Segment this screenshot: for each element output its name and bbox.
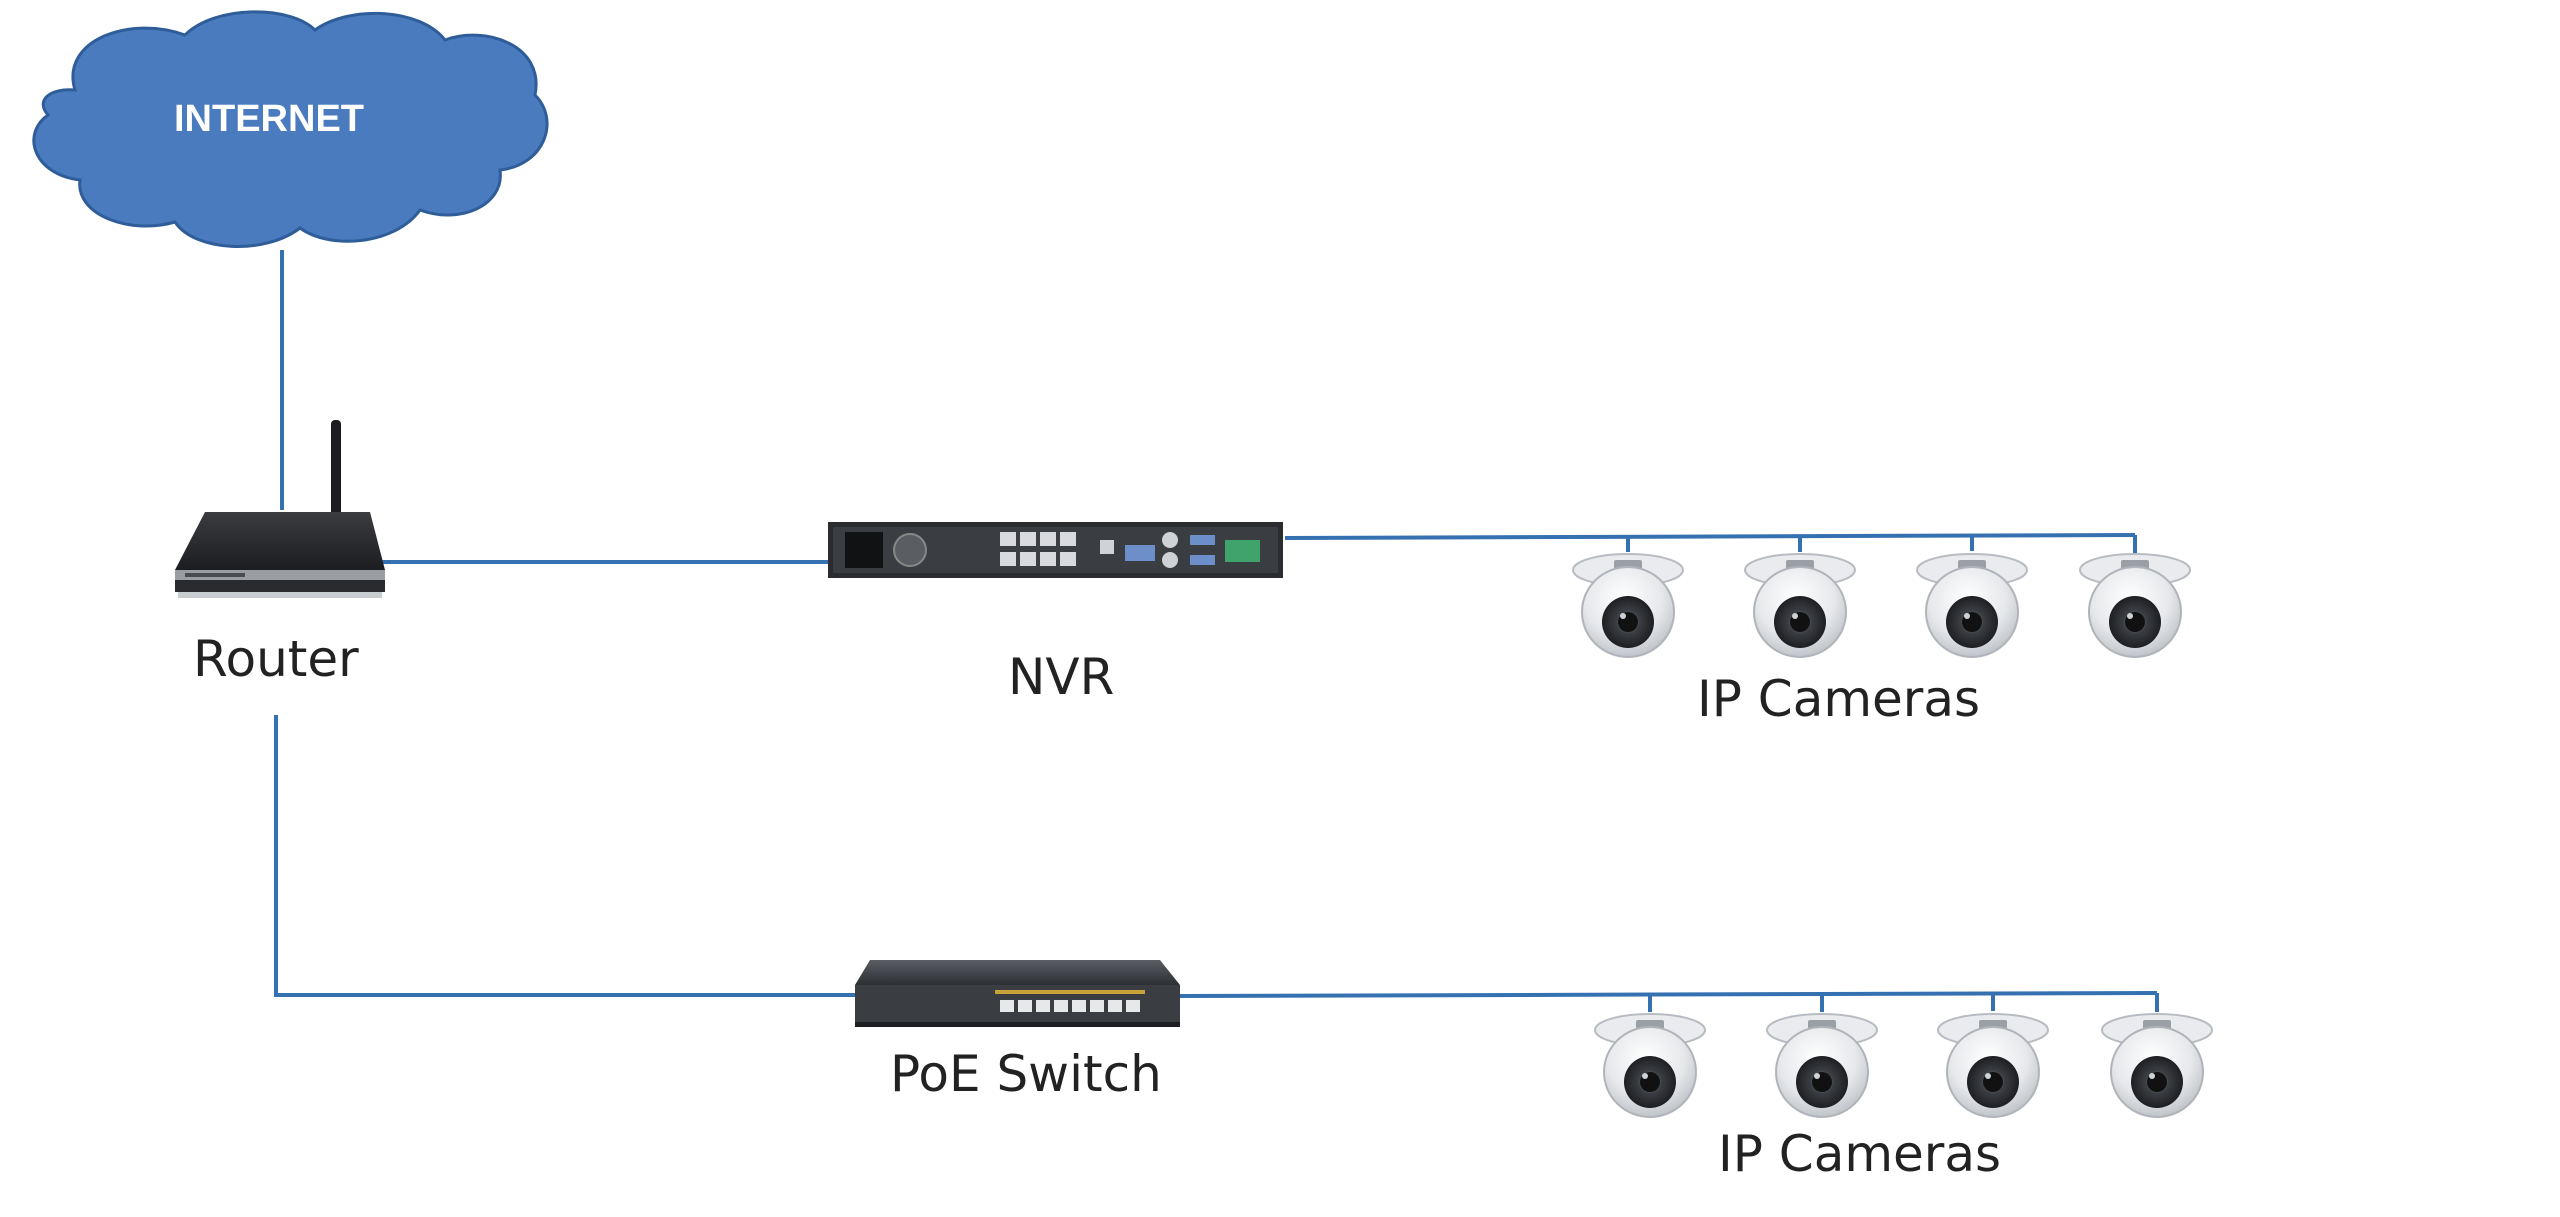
ip-cameras-bottom (1594, 1013, 2213, 1118)
cloud-icon (32, 10, 549, 249)
dome-camera-icon (1766, 1013, 1878, 1118)
connection-lines (274, 250, 2159, 1012)
nvr-cameras-link (1284, 533, 2136, 540)
internet-label: INTERNET (174, 98, 364, 140)
router-switch-link (274, 715, 855, 997)
poe-switch-icon (855, 960, 1180, 1027)
ip-cameras-label-bottom: IP Cameras (1718, 1125, 2002, 1183)
dome-camera-icon (1572, 553, 1684, 658)
dome-camera-icon (1594, 1013, 1706, 1118)
wireless-router-icon (175, 420, 385, 598)
dome-camera-icon (2079, 553, 2191, 658)
dome-camera-icon (2101, 1013, 2213, 1118)
ip-cameras-top (1572, 553, 2191, 658)
nvr-label: NVR (1008, 648, 1115, 706)
dome-camera-icon (1916, 553, 2028, 658)
nvr-device-icon (828, 522, 1283, 578)
dome-camera-icon (1937, 1013, 2049, 1118)
dome-camera-icon (1744, 553, 1856, 658)
switch-cameras-link (1179, 991, 2158, 998)
ip-cameras-label-top: IP Cameras (1697, 670, 1981, 728)
poe-switch-label: PoE Switch (890, 1045, 1162, 1103)
router-label: Router (193, 630, 359, 688)
